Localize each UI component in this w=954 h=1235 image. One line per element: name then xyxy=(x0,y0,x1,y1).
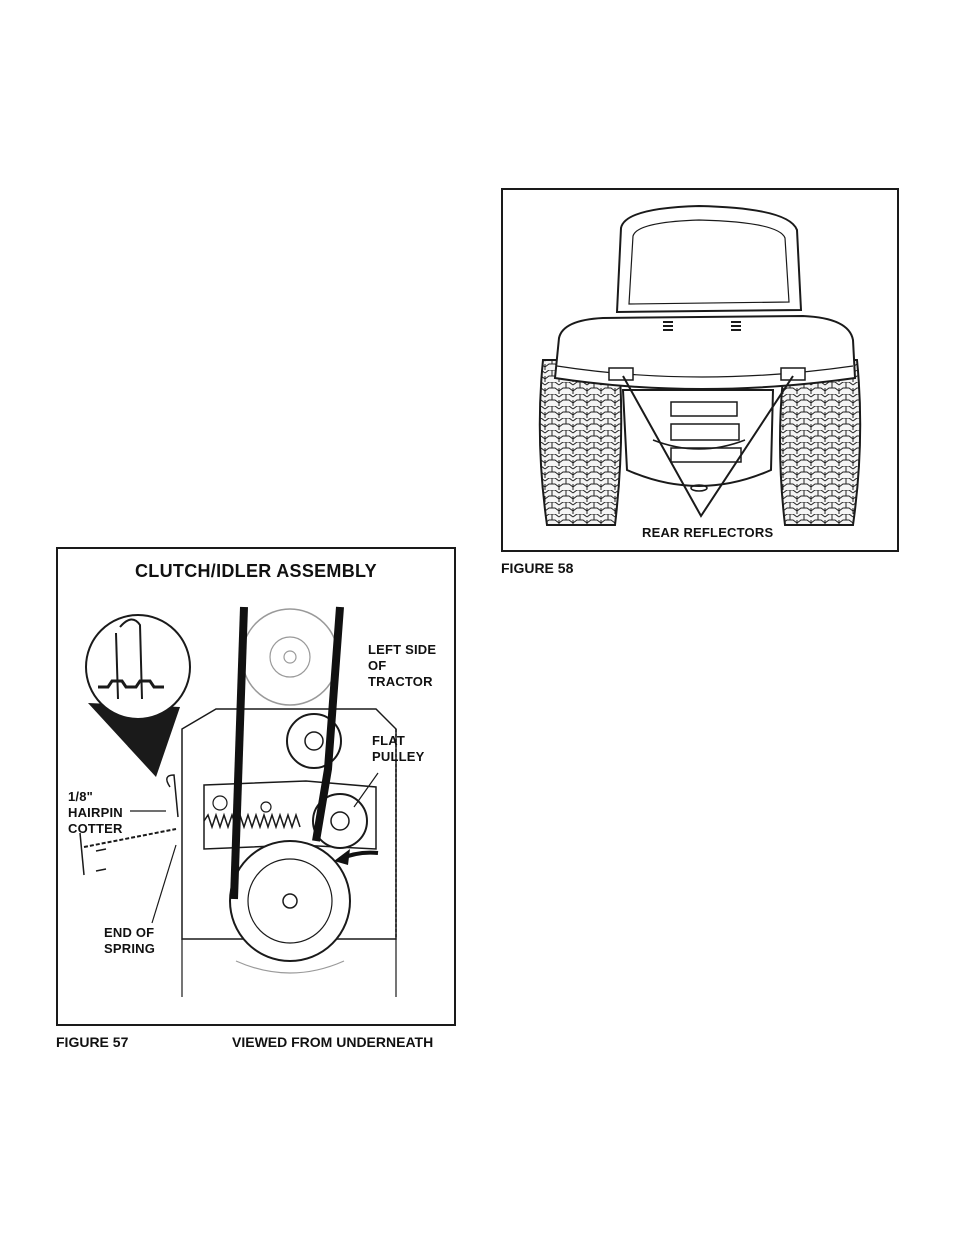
viewed-from-underneath-note: VIEWED FROM UNDERNEATH xyxy=(232,1034,433,1050)
hairpin-cotter-label: 1/8" HAIRPIN COTTER xyxy=(68,789,123,837)
figure-57-caption: FIGURE 57 xyxy=(56,1034,128,1050)
right-reflector xyxy=(781,368,805,380)
figure-58-caption: FIGURE 58 xyxy=(501,560,573,576)
rear-reflectors-label: REAR REFLECTORS xyxy=(642,525,773,541)
figure-57-panel: CLUTCH/IDLER ASSEMBLY xyxy=(56,547,456,1026)
left-side-of-tractor-label: LEFT SIDE OF TRACTOR xyxy=(368,642,436,690)
figure-58-panel: REAR REFLECTORS xyxy=(501,188,899,552)
flat-pulley-label: FLAT PULLEY xyxy=(372,733,424,765)
left-reflector xyxy=(609,368,633,380)
tractor-rear-illustration xyxy=(503,190,897,550)
end-of-spring-label: END OF SPRING xyxy=(104,925,155,957)
